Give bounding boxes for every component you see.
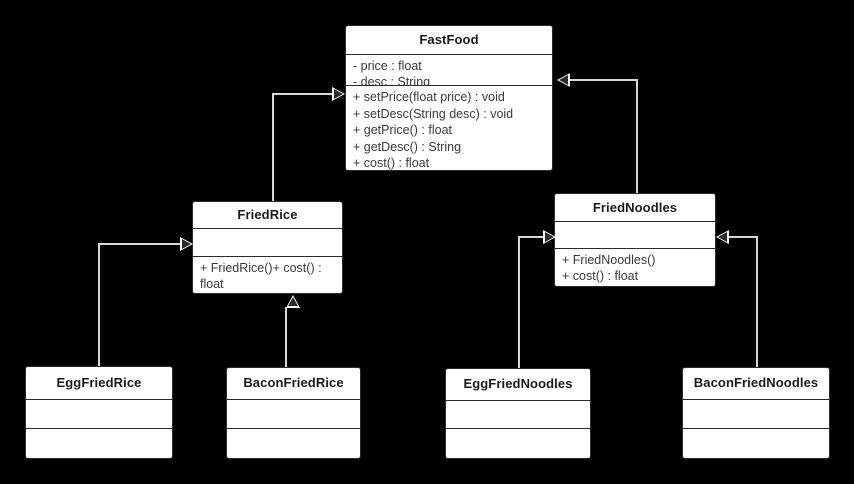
connector-eggfriedrice-vertical (98, 243, 100, 367)
connector-friedrice-to-fastfood-vertical (272, 93, 274, 203)
class-box-friednoodles[interactable]: FriedNoodles + FriedNoodles() + cost() :… (554, 193, 716, 287)
method-item: + cost() : float (353, 156, 430, 170)
class-attributes-eggfriedrice (26, 400, 172, 429)
class-attributes-friednoodles (555, 222, 715, 249)
connector-baconfriedrice-vertical (285, 307, 287, 367)
class-attributes-baconfriednoodles (683, 400, 829, 429)
class-attributes-eggfriednoodles (446, 401, 590, 429)
generalization-arrowhead-eggfriedrice-friedrice (180, 237, 193, 251)
class-title-baconfriednoodles: BaconFriedNoodles (683, 368, 829, 400)
connector-friedrice-to-fastfood-horizontal (272, 93, 334, 95)
class-box-eggfriednoodles[interactable]: EggFriedNoodles (445, 368, 591, 459)
generalization-arrowhead-baconfriedrice-friedrice (286, 295, 300, 308)
connector-friednoodles-to-fastfood-horizontal (570, 79, 638, 81)
class-attributes-baconfriedrice (227, 400, 360, 429)
class-methods-friednoodles: + FriedNoodles() + cost() : float (555, 249, 715, 286)
generalization-arrowhead-friedrice-fastfood (332, 87, 345, 101)
connector-friednoodles-to-fastfood-vertical (636, 79, 638, 195)
attribute-item: - price : float (353, 58, 422, 73)
class-box-friedrice[interactable]: FriedRice + FriedRice()+ cost() : float (192, 201, 343, 294)
method-item: + FriedRice()+ cost() : float (200, 260, 322, 292)
generalization-arrowhead-baconfriednoodles-friednoodles (716, 230, 729, 244)
method-item: + setDesc(String desc) : void (353, 106, 514, 121)
connector-eggfriednoodles-horizontal (518, 236, 546, 238)
method-item: + getPrice() : float (353, 123, 452, 138)
class-title-eggfriednoodles: EggFriedNoodles (446, 369, 590, 401)
class-methods-friedrice: + FriedRice()+ cost() : float (193, 257, 342, 293)
generalization-arrowhead-friednoodles-fastfood (557, 73, 570, 87)
connector-eggfriedrice-horizontal (98, 243, 182, 245)
attribute-item: - desc : String (353, 75, 431, 87)
method-item: + FriedNoodles() (562, 252, 656, 267)
generalization-arrowhead-eggfriednoodles-friednoodles (543, 230, 556, 244)
connector-baconfriednoodles-vertical (756, 236, 758, 367)
class-title-friednoodles: FriedNoodles (555, 194, 715, 223)
method-item: + getDesc() : String (353, 139, 462, 154)
class-title-fastfood: FastFood (346, 26, 552, 55)
class-methods-fastfood: + setPrice(float price) : void + setDesc… (346, 86, 552, 170)
class-box-baconfriedrice[interactable]: BaconFriedRice (226, 367, 361, 459)
method-item: + cost() : float (562, 269, 639, 284)
class-title-friedrice: FriedRice (193, 202, 342, 230)
class-title-baconfriedrice: BaconFriedRice (227, 368, 360, 400)
class-box-baconfriednoodles[interactable]: BaconFriedNoodles (682, 367, 830, 459)
class-box-fastfood[interactable]: FastFood - price : float - desc : String… (345, 25, 553, 171)
class-title-eggfriedrice: EggFriedRice (26, 367, 172, 400)
class-attributes-friedrice (193, 229, 342, 257)
connector-baconfriednoodles-horizontal (728, 236, 758, 238)
connector-eggfriednoodles-vertical (518, 236, 520, 368)
method-item: + setPrice(float price) : void (353, 90, 505, 105)
class-box-eggfriedrice[interactable]: EggFriedRice (25, 366, 173, 459)
class-attributes-fastfood: - price : float - desc : String (346, 55, 552, 87)
